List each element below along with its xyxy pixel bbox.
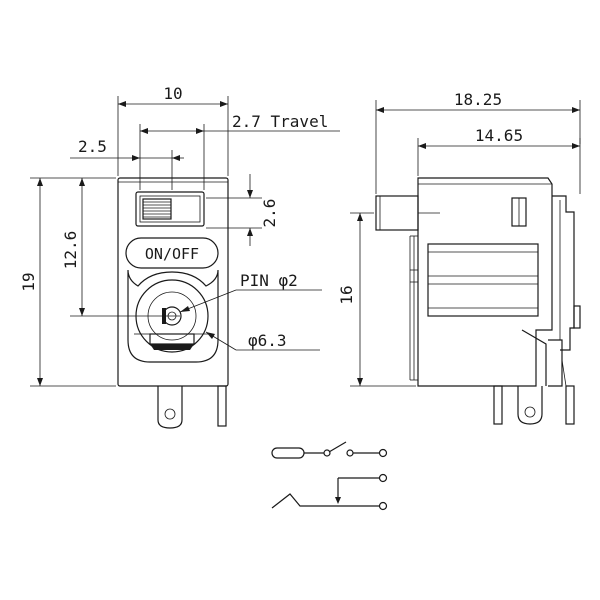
terminal-switch bbox=[378, 448, 388, 458]
dim-side-height: 16 bbox=[337, 212, 416, 387]
side-view: 18.25 14.65 16 bbox=[337, 90, 581, 425]
switch-contact-2 bbox=[346, 449, 354, 457]
svg-text:18.25: 18.25 bbox=[454, 90, 502, 109]
switch-contact-1 bbox=[323, 449, 331, 457]
hole-leader: φ6.3 bbox=[205, 331, 320, 351]
svg-text:14.65: 14.65 bbox=[475, 126, 523, 145]
dim-total-height: 19 bbox=[19, 177, 116, 387]
switch-actuator-hatching bbox=[142, 198, 172, 220]
dim-travel: 2.7 Travel bbox=[139, 112, 340, 190]
side-barrel bbox=[375, 195, 419, 231]
dim-pin-offset: 2.5 bbox=[70, 137, 184, 190]
svg-text:PIN φ2: PIN φ2 bbox=[240, 271, 298, 290]
svg-text:10: 10 bbox=[163, 84, 182, 103]
terminal-sleeve bbox=[378, 473, 388, 483]
socket-outline bbox=[127, 269, 219, 363]
dim-body-length: 14.65 bbox=[417, 126, 581, 176]
dim-overall-length: 18.25 bbox=[375, 90, 581, 194]
switch-label: ON/OFF bbox=[145, 245, 199, 263]
side-window bbox=[427, 243, 539, 317]
svg-text:19: 19 bbox=[19, 272, 38, 291]
side-body-outline bbox=[417, 177, 553, 387]
dim-width: 10 bbox=[117, 84, 229, 176]
svg-text:12.6: 12.6 bbox=[61, 231, 80, 270]
dim-switch-height: 2.6 bbox=[206, 174, 279, 246]
front-view: ON/OFF 10 bbox=[19, 84, 340, 429]
side-solder-lugs bbox=[493, 359, 575, 425]
switch-label-frame bbox=[125, 237, 219, 269]
svg-text:16: 16 bbox=[337, 285, 356, 304]
front-body-outline bbox=[117, 177, 229, 387]
svg-text:2.7 Travel: 2.7 Travel bbox=[232, 112, 328, 131]
slide-switch bbox=[135, 191, 205, 227]
circuit-schematic bbox=[271, 441, 388, 511]
svg-text:φ6.3: φ6.3 bbox=[248, 331, 287, 350]
svg-text:2.6: 2.6 bbox=[260, 199, 279, 228]
pin-leader: PIN φ2 bbox=[179, 271, 322, 313]
front-solder-lugs bbox=[157, 385, 227, 429]
svg-text:2.5: 2.5 bbox=[78, 137, 107, 156]
schematic-plug bbox=[271, 447, 305, 459]
dim-pin-height: 12.6 bbox=[61, 177, 180, 317]
terminal-tip bbox=[378, 501, 388, 511]
